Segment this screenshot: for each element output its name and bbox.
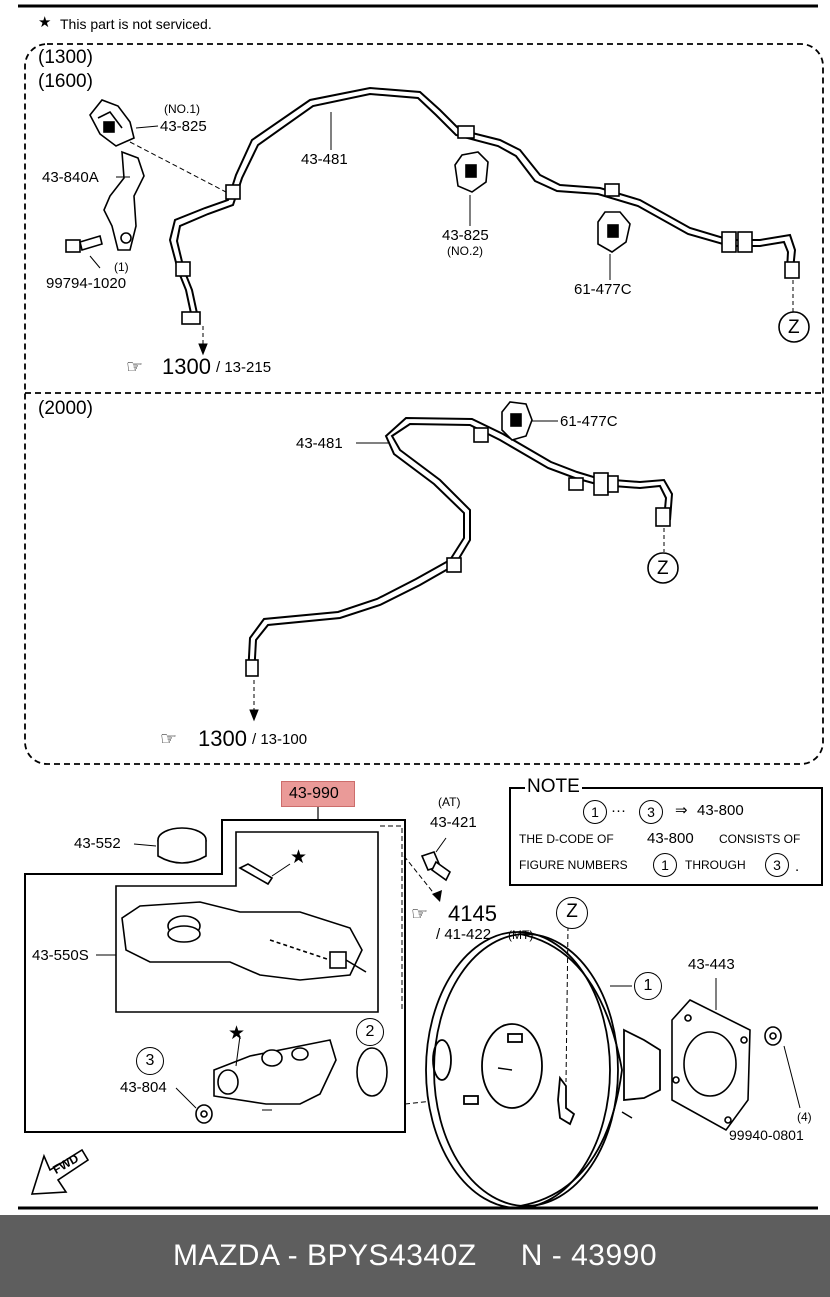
- part-99794-1020[interactable]: 99794-1020: [46, 275, 127, 292]
- part-43-421[interactable]: 43-421: [430, 814, 477, 831]
- screw-not-serviced: [238, 863, 291, 886]
- footer-part-number: MAZDA - BPYS4340Z N - 43990: [172, 1239, 658, 1272]
- index-1-label: (1): [114, 260, 129, 274]
- clamp-43-825-no1: [89, 99, 135, 147]
- o-ring: [356, 1047, 388, 1097]
- note-line3-end: .: [795, 858, 800, 875]
- master-cylinder-assembly-outline: [24, 819, 406, 1133]
- pipe-fittings-mid: [245, 427, 671, 677]
- clamp-43-825-no2: [454, 151, 489, 193]
- reservoir-tank: [121, 901, 367, 981]
- star-icon-cylinder: ★: [228, 1023, 246, 1044]
- note-title: NOTE: [525, 776, 582, 797]
- not-serviced-note: This part is not serviced.: [60, 16, 212, 32]
- reservoir-box-outline: [115, 831, 379, 1013]
- note-line2-part[interactable]: 43-800: [647, 830, 694, 847]
- connector-z-top: Z: [788, 317, 800, 338]
- brake-pipe-mid: [247, 416, 674, 677]
- fwd-arrow: [30, 1148, 90, 1195]
- variant-label-1600: (1600): [38, 71, 93, 92]
- figure-number-1: 1: [634, 972, 662, 1000]
- star-icon: ★: [38, 14, 52, 31]
- leader-lines-top: [89, 112, 794, 356]
- reservoir-cap: [157, 827, 207, 864]
- clamp-61-477c-top: [597, 211, 631, 253]
- section-frame-1300-1600: [24, 43, 824, 765]
- note-circle-3: 3: [639, 800, 663, 824]
- bracket-43-840a: [103, 150, 145, 251]
- highlighted-part-43-990[interactable]: 43-990: [281, 781, 355, 807]
- connector-z-mid: Z: [657, 558, 669, 579]
- ref-13-215[interactable]: / 13-215: [216, 359, 272, 376]
- note-arrow-icon: ⇒: [675, 802, 688, 819]
- ref-1300-mid[interactable]: 1300: [198, 726, 247, 751]
- footer-bar: MAZDA - BPYS4340Z N - 43990: [0, 1215, 830, 1297]
- variant-label-1300: (1300): [38, 47, 93, 68]
- note-box: NOTE 1 ··· 3 ⇒ 43-800 THE D-CODE OF 43-8…: [509, 777, 823, 886]
- note-circle-1: 1: [583, 800, 607, 824]
- part-43-481-top[interactable]: 43-481: [301, 151, 348, 168]
- part-43-825-no2[interactable]: 43-825: [442, 227, 489, 244]
- part-43-550s[interactable]: 43-550S: [32, 947, 89, 964]
- note-line3-circle-3: 3: [765, 853, 789, 877]
- note-line3-a: FIGURE NUMBERS: [519, 858, 628, 872]
- connector-z-bottom: Z: [556, 897, 588, 929]
- clamp-61-477c-mid: [501, 401, 533, 441]
- figure-number-3: 3: [136, 1047, 164, 1075]
- part-43-481-mid[interactable]: 43-481: [296, 435, 343, 452]
- note-line2-a: THE D-CODE OF: [519, 832, 614, 846]
- brake-pipe-top: [168, 86, 797, 319]
- part-43-840a[interactable]: 43-840A: [42, 169, 99, 186]
- nut-43-804: [195, 1104, 213, 1124]
- note-line3-circle-1: 1: [653, 853, 677, 877]
- bolt-43-421: [420, 851, 452, 882]
- figure-number-2: 2: [356, 1018, 384, 1046]
- variant-label-2000: (2000): [38, 398, 93, 419]
- bolt-99794-1020: [65, 234, 103, 253]
- brake-booster: [425, 931, 661, 1209]
- pointing-hand-icon: ☞: [126, 357, 144, 378]
- note-part-43-800[interactable]: 43-800: [697, 802, 744, 819]
- part-43-443[interactable]: 43-443: [688, 956, 735, 973]
- part-43-990-label: 43-990: [289, 785, 339, 802]
- parts-diagram-drawing: [18, 4, 824, 1210]
- pointing-hand-icon-3: ☞: [411, 904, 429, 925]
- part-61-477c-mid[interactable]: 61-477C: [560, 413, 618, 430]
- part-61-477c-top[interactable]: 61-477C: [574, 281, 632, 298]
- nut-99940-0801: [764, 1026, 782, 1046]
- ref-41-422[interactable]: / 41-422: [436, 926, 492, 943]
- part-43-825-no1[interactable]: 43-825: [160, 118, 207, 135]
- mt-label: (MT): [508, 928, 534, 942]
- leader-lines-mid: [249, 420, 665, 722]
- part-43-552[interactable]: 43-552: [74, 835, 121, 852]
- gasket-43-443: [671, 999, 751, 1132]
- note-line2-b: CONSISTS OF: [719, 832, 801, 846]
- index-4-label: (4): [797, 1110, 812, 1124]
- clamp-no1-label: (NO.1): [164, 102, 200, 116]
- pointing-hand-icon-2: ☞: [160, 729, 178, 750]
- ref-4145[interactable]: 4145: [448, 901, 497, 926]
- pipe-fittings-top: [175, 125, 800, 325]
- ref-1300-top[interactable]: 1300: [162, 354, 211, 379]
- at-label: (AT): [438, 795, 461, 809]
- clamp-no2-label: (NO.2): [447, 244, 483, 258]
- master-cylinder: [213, 1035, 337, 1111]
- note-dots: ···: [611, 802, 626, 819]
- part-99940-0801[interactable]: 99940-0801: [729, 1127, 804, 1143]
- star-icon-screw: ★: [290, 847, 308, 868]
- ref-13-100[interactable]: / 13-100: [252, 731, 308, 748]
- note-line3-b: THROUGH: [685, 858, 746, 872]
- part-43-804[interactable]: 43-804: [120, 1079, 167, 1096]
